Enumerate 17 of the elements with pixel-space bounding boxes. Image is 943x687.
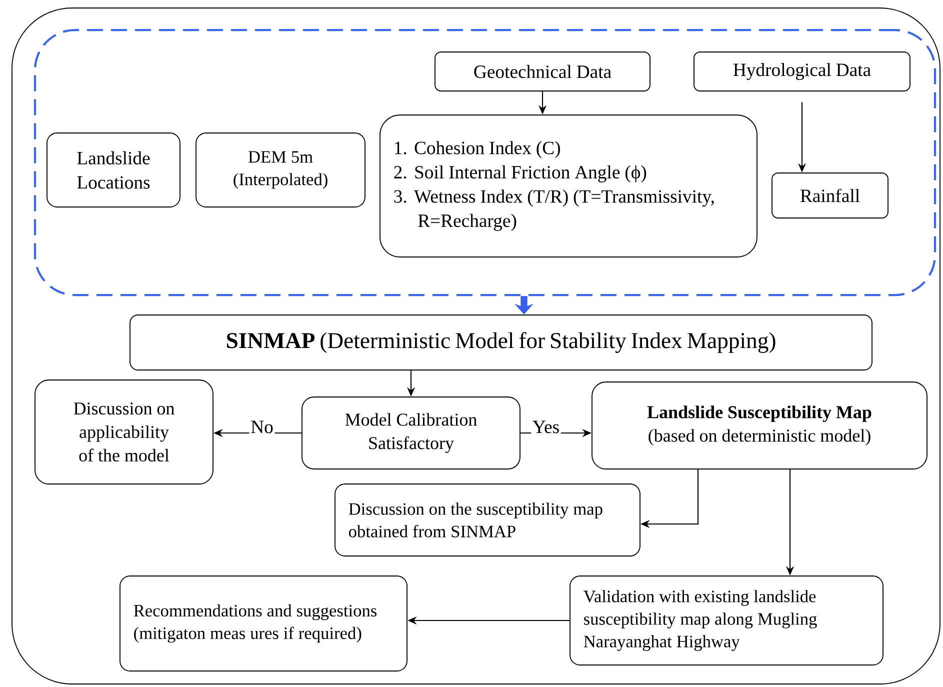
input-box: Geotechnical Data xyxy=(434,52,650,92)
process-box: Landslide Susceptibility Map (based on deterministic model) xyxy=(592,382,928,470)
input-box: Landslide Locations xyxy=(46,132,180,208)
process-box: Discussion on the susceptibility map obtained from SINMAP xyxy=(334,484,640,556)
model-box: SINMAP (Deterministic Model for Stability Index Mapping) xyxy=(130,314,872,370)
parameter-box: 1. Cohesion Index (C) 2. Soil Internal Friction Angle (ϕ) 3. Wetness Index (T/R) (T=Transmissivity, R=Recharge) xyxy=(380,114,758,258)
process-box: Validation with existing landslide susceptibility map along Mugling Narayanghat Highway xyxy=(570,576,884,666)
frame-box xyxy=(12,8,940,684)
input-box: DEM 5m (Interpolated) xyxy=(196,132,366,208)
process-box: Discussion on applicability of the model xyxy=(34,380,214,484)
decision-box: Model Calibration Satisfactory xyxy=(302,396,520,470)
input-group-box xyxy=(34,28,936,296)
edge-label: No xyxy=(249,419,275,435)
input-box: Hydrological Data xyxy=(694,52,910,92)
input-box: Rainfall xyxy=(772,172,888,218)
edge-label: Yes xyxy=(531,419,561,435)
process-box: Recommendations and suggestions (mitigaton meas ures if required) xyxy=(120,576,408,672)
